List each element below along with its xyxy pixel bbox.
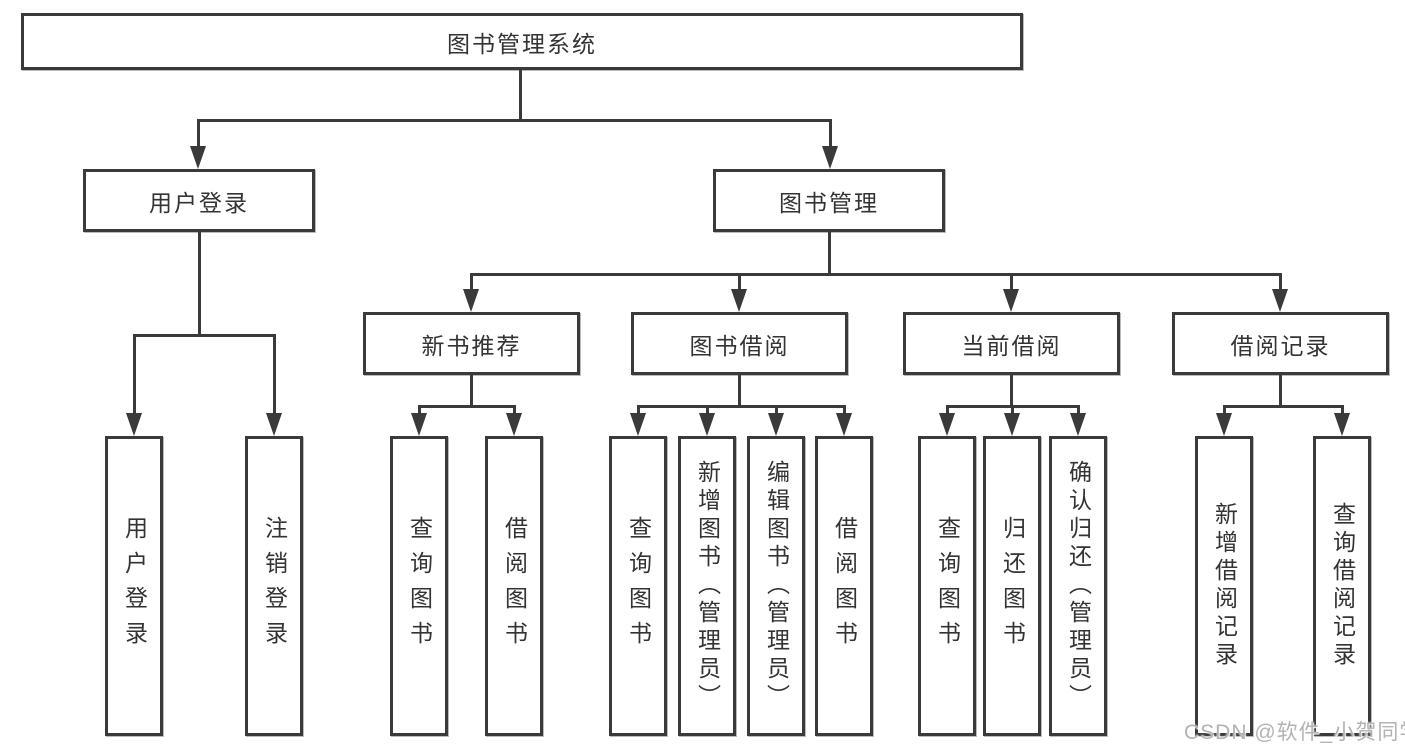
arrow-down-icon [1216, 413, 1232, 436]
connector-line [133, 334, 136, 416]
arrow-down-icon [463, 289, 479, 312]
leaf-edit-books-admin: 编辑图书（管理员） [747, 436, 805, 736]
arrow-down-icon [939, 413, 955, 436]
connector-line [1077, 405, 1080, 417]
arrow-down-icon [126, 413, 142, 436]
arrow-down-icon [266, 413, 282, 436]
connector-line [946, 405, 949, 417]
node-root: 图书管理系统 [21, 13, 1023, 70]
connector-line [1279, 273, 1282, 293]
node-label: 用户登录 [149, 189, 249, 216]
arrow-down-icon [731, 289, 747, 312]
leaf-label: 归还图书 [999, 516, 1026, 656]
leaf-label: 新增图书（管理员） [694, 460, 721, 712]
leaf-return-books: 归还图书 [983, 436, 1041, 736]
node-label: 当前借阅 [961, 332, 1062, 359]
connector-line [1011, 405, 1014, 417]
node-root-label: 图书管理系统 [447, 30, 597, 57]
leaf-label: 查询借阅记录 [1329, 502, 1356, 670]
node-borrow-record: 借阅记录 [1172, 312, 1389, 375]
arrow-down-icon [768, 413, 784, 436]
connector-line [418, 405, 516, 408]
arrow-down-icon [1070, 413, 1086, 436]
connector-line [470, 375, 473, 408]
node-user-login: 用户登录 [83, 169, 315, 232]
node-book-borrow: 图书借阅 [631, 312, 848, 375]
leaf-label: 确认归还（管理员） [1065, 460, 1092, 712]
leaf-label: 查询图书 [406, 516, 433, 656]
leaf-query-books-recommend: 查询图书 [390, 436, 448, 736]
arrow-down-icon [822, 146, 838, 169]
connector-line [197, 119, 832, 122]
leaf-label: 编辑图书（管理员） [763, 460, 790, 712]
leaf-borrow-books: 借阅图书 [815, 436, 873, 736]
connector-line [637, 405, 846, 408]
connector-line [519, 70, 522, 120]
arrow-down-icon [630, 413, 646, 436]
arrow-down-icon [699, 413, 715, 436]
connector-line [133, 334, 275, 337]
leaf-label: 查询图书 [625, 516, 652, 656]
node-label: 图书借阅 [689, 332, 790, 359]
node-book-management: 图书管理 [713, 169, 945, 232]
leaf-user-login: 用户登录 [105, 436, 163, 736]
connector-line [197, 119, 200, 149]
connector-line [828, 232, 831, 275]
connector-line [273, 334, 276, 416]
leaf-borrow-books-recommend: 借阅图书 [485, 436, 543, 736]
leaf-query-borrow-record: 查询借阅记录 [1313, 436, 1371, 736]
leaf-label: 查询图书 [934, 516, 961, 656]
arrow-down-icon [1004, 413, 1020, 436]
connector-line [637, 405, 640, 417]
arrow-down-icon [836, 413, 852, 436]
node-current-borrow: 当前借阅 [903, 312, 1120, 375]
connector-line [1223, 405, 1226, 417]
leaf-query-books-current: 查询图书 [918, 436, 976, 736]
connector-line [1010, 273, 1013, 293]
node-new-book-recommend: 新书推荐 [363, 312, 580, 375]
leaf-query-books-borrow: 查询图书 [609, 436, 667, 736]
connector-line [470, 273, 1282, 276]
arrow-down-icon [1272, 289, 1288, 312]
connector-line [513, 405, 516, 417]
leaf-label: 借阅图书 [501, 516, 528, 656]
connector-line [738, 273, 741, 293]
connector-line [1279, 375, 1282, 408]
leaf-label: 用户登录 [121, 516, 148, 656]
leaf-label: 借阅图书 [831, 516, 858, 656]
connector-line [1341, 405, 1344, 417]
arrow-down-icon [506, 413, 522, 436]
connector-line [470, 273, 473, 293]
node-label: 新书推荐 [421, 332, 522, 359]
connector-line [775, 405, 778, 417]
connector-line [829, 119, 832, 149]
connector-line [1010, 375, 1013, 408]
node-label: 借阅记录 [1230, 332, 1331, 359]
arrow-down-icon [1003, 289, 1019, 312]
arrow-down-icon [190, 146, 206, 169]
connector-line [738, 375, 741, 408]
leaf-confirm-return-admin: 确认归还（管理员） [1049, 436, 1107, 736]
leaf-add-books-admin: 新增图书（管理员） [678, 436, 736, 736]
leaf-label: 新增借阅记录 [1211, 502, 1238, 670]
connector-line [198, 232, 201, 336]
connector-line [843, 405, 846, 417]
leaf-logout: 注销登录 [245, 436, 303, 736]
connector-line [706, 405, 709, 417]
arrow-down-icon [411, 413, 427, 436]
arrow-down-icon [1334, 413, 1350, 436]
csdn-watermark: CSDN @软件_小贺同学 [1184, 721, 1405, 744]
connector-line [1223, 405, 1344, 408]
connector-line [418, 405, 421, 417]
node-label: 图书管理 [779, 189, 879, 216]
leaf-add-borrow-record: 新增借阅记录 [1195, 436, 1253, 736]
leaf-label: 注销登录 [261, 516, 288, 656]
